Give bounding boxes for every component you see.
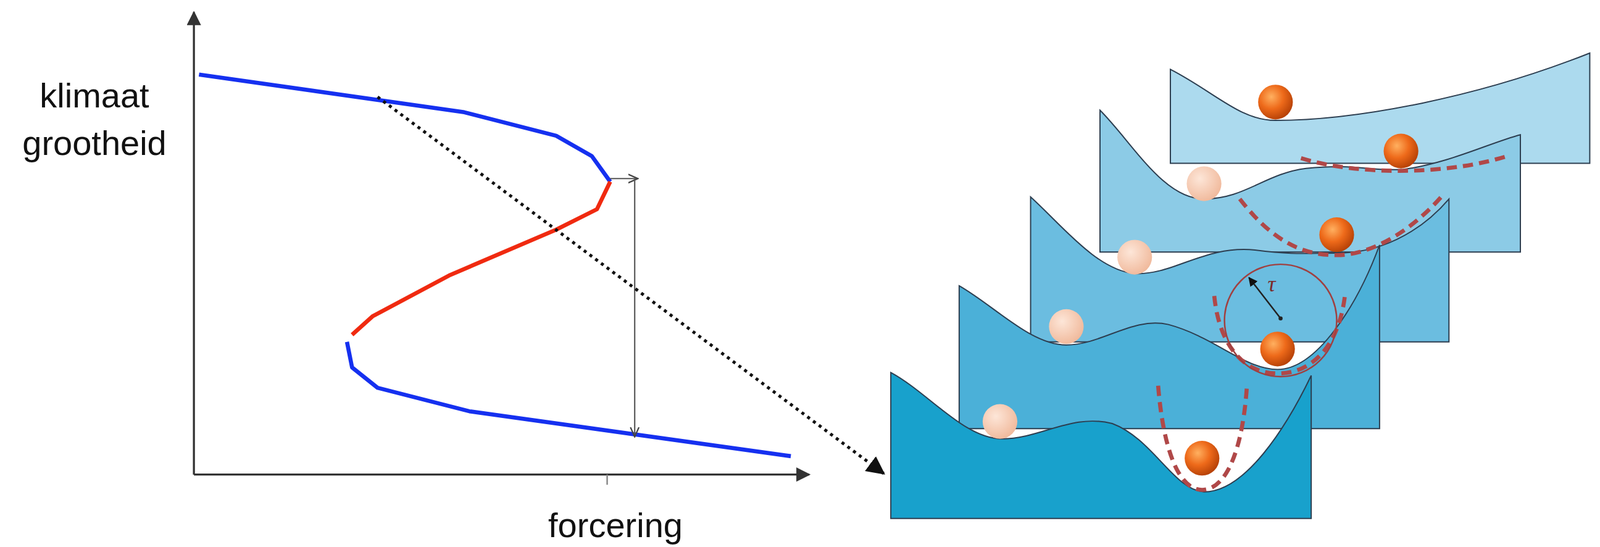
unstable-branch [351, 181, 610, 335]
tipping-jump [610, 178, 639, 437]
potential-landscapes [890, 53, 1590, 519]
axis-label: forcering [491, 503, 739, 547]
axis-label: klimaat grootheid [4, 71, 184, 167]
stable-branch [346, 341, 791, 457]
axes [193, 12, 810, 485]
stable-branch [198, 74, 610, 183]
timescale-symbol: τ [1262, 271, 1281, 297]
dotted-pointer [377, 96, 884, 474]
